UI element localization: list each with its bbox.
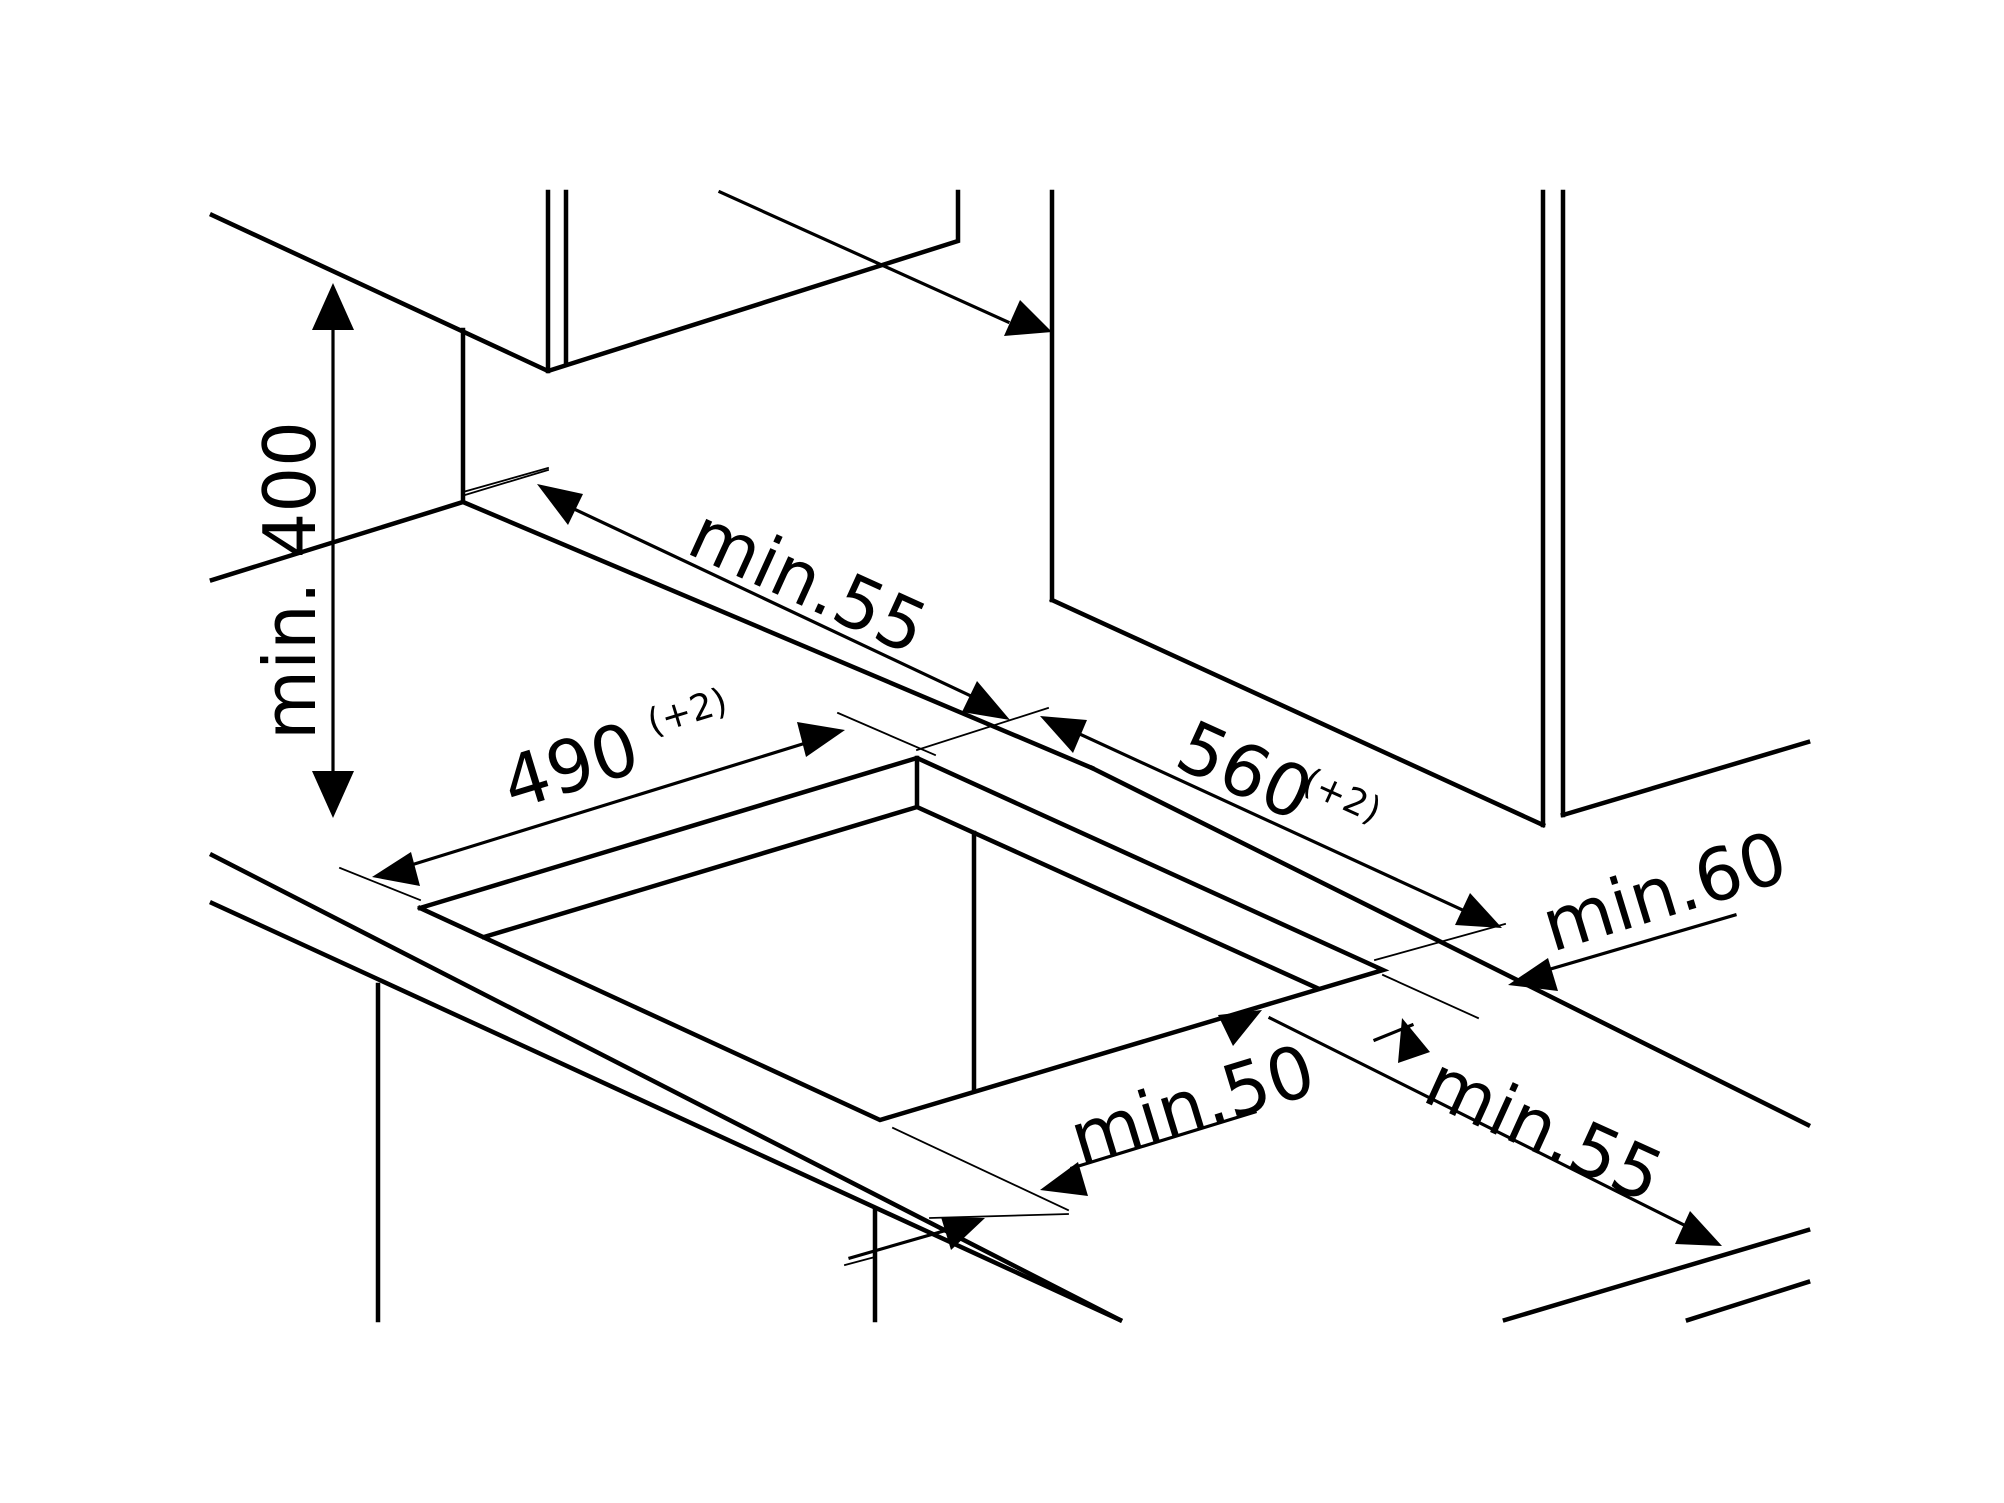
- upper-cabinet-left: [209, 189, 1011, 374]
- label-min-60: min.60: [1532, 815, 1796, 969]
- label-min-55-side: min.55: [1413, 1039, 1676, 1219]
- hob-cutout: [417, 755, 1390, 1123]
- side-cabinet-right: [1049, 189, 1811, 828]
- label-min-55-rear: min.55: [677, 491, 940, 671]
- label-min-50: min.50: [1060, 1028, 1324, 1182]
- dimension-lines: [312, 283, 1737, 1260]
- back-wall: [209, 327, 1095, 771]
- label-490: 490: [492, 706, 648, 827]
- label-min-400: min. 400: [248, 421, 332, 740]
- worktop: [208, 764, 1812, 1324]
- label-560-tolerance: (+2): [1296, 761, 1387, 832]
- label-490-tolerance: (+2): [643, 681, 733, 744]
